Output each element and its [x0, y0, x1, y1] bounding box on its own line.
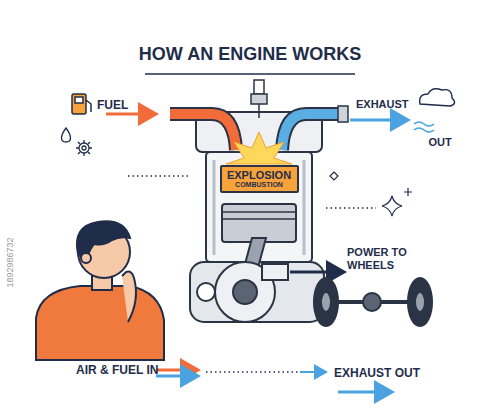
diamond-icon [330, 172, 338, 180]
dotted-line [326, 207, 376, 208]
watermark-number: 1892986732 [5, 237, 16, 287]
combustion-box: EXPLOSIONCOMBUSTION [220, 165, 299, 193]
label-text: FUEL [97, 98, 128, 112]
dotted-line [128, 175, 188, 176]
label-text: OUT [428, 136, 451, 149]
title-text: HOW AN ENGINE WORKS [0, 44, 500, 65]
engine-block [190, 112, 324, 322]
sparkle-icon [382, 188, 412, 216]
dotted-line [206, 371, 300, 372]
intake-pipe [170, 114, 236, 150]
piston [222, 204, 296, 242]
label: EXHAUST [356, 98, 409, 111]
label-text: POWER TO WHEELS [347, 246, 427, 272]
label: AIR & FUEL IN [76, 363, 158, 377]
gear-icon [76, 140, 92, 156]
intake-pipe [170, 114, 236, 150]
exhaust-pipe [282, 114, 340, 150]
exhaust-tip [338, 106, 348, 122]
cloud-icon [420, 89, 455, 106]
exhaust-arrow [350, 119, 408, 122]
exhaust-out-arrow [338, 391, 392, 394]
title: HOW AN ENGINE WORKS [0, 44, 500, 65]
label: OUT [428, 136, 451, 149]
intake-arrow [156, 369, 198, 372]
exhaust-pipe [282, 114, 340, 150]
thinking-person [36, 221, 164, 360]
label: EXHAUST OUT [334, 366, 420, 380]
droplet-icon [62, 128, 71, 142]
fuel-pump-icon [72, 94, 91, 114]
label-text: AIR & FUEL IN [76, 363, 158, 377]
node-text: EXPLOSION [227, 169, 292, 181]
label-text: EXHAUST [356, 98, 409, 111]
node-text: COMBUSTION [227, 181, 292, 189]
wheel-axle [314, 278, 432, 326]
power-arrow [290, 271, 344, 274]
label: POWER TO WHEELS [347, 246, 427, 272]
explosion-burst [226, 132, 292, 164]
label-text: EXHAUST OUT [334, 366, 420, 380]
crankshaft [197, 262, 288, 322]
title-underline [145, 73, 355, 75]
spark-plug [251, 80, 267, 118]
intake-arrow [156, 375, 198, 378]
fuel-arrow [106, 113, 156, 116]
label: 1892986732 [5, 237, 16, 287]
dotted-arrow [300, 371, 326, 373]
label: FUEL [97, 98, 128, 112]
wave-lines [414, 122, 434, 132]
